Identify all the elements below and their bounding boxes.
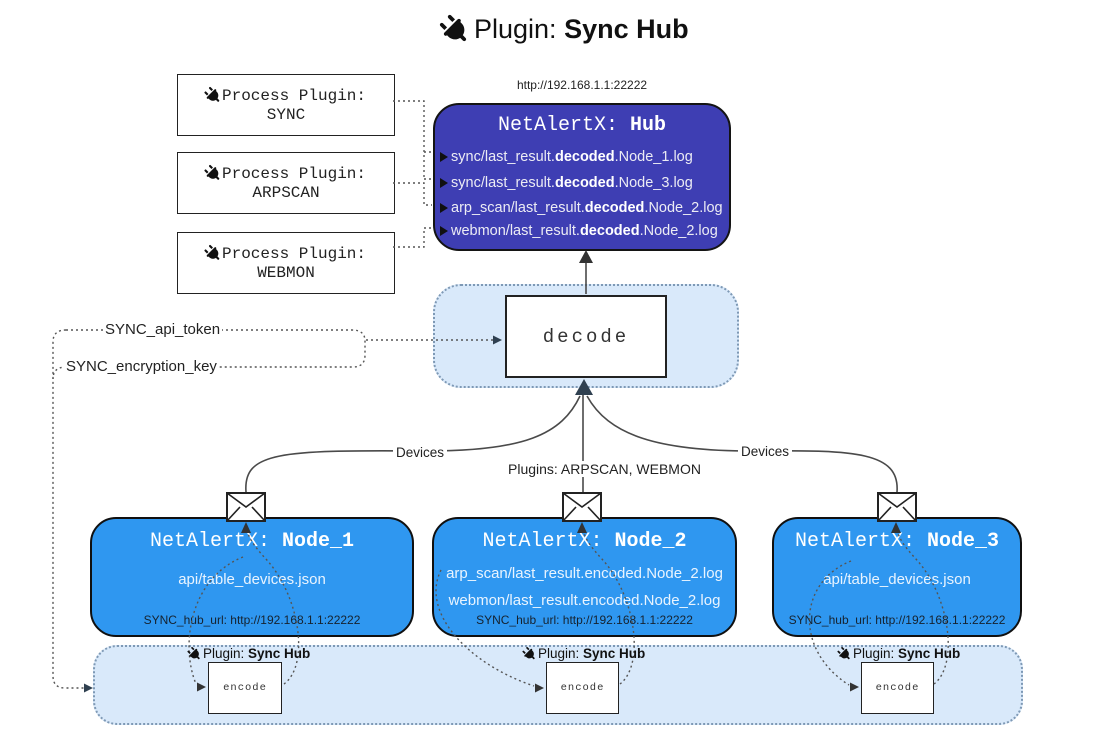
plug-icon bbox=[521, 645, 539, 663]
node-hub-url: SYNC_hub_url: http://192.168.1.1:22222 bbox=[788, 613, 1006, 627]
envelope-icon bbox=[562, 492, 602, 522]
encode-operation-3: encode bbox=[861, 662, 934, 714]
process-plugin-header: Process Plugin: bbox=[204, 244, 367, 263]
arrowhead-right-syncpanel bbox=[84, 683, 93, 693]
plug-icon bbox=[202, 243, 224, 265]
process-plugin-label: Process Plugin: bbox=[221, 86, 367, 105]
node-hub-url: SYNC_hub_url: http://192.168.1.1:22222 bbox=[143, 613, 361, 627]
node-file: arp_scan/last_result.encoded.Node_2.log bbox=[446, 565, 723, 582]
edge-label-devices-right: Devices bbox=[738, 444, 793, 459]
node-hub-url: SYNC_hub_url: http://192.168.1.1:22222 bbox=[476, 613, 693, 627]
decode-operation: decode bbox=[505, 295, 667, 378]
wire-webmon-plugin-to-hub bbox=[393, 227, 432, 248]
edge-label-devices-left: Devices bbox=[393, 445, 448, 460]
config-encryption-key-label: SYNC_encryption_key bbox=[64, 358, 219, 375]
encode-operation-1: encode bbox=[208, 662, 282, 714]
hub-title: NetAlertX: Hub bbox=[435, 114, 729, 137]
plug-icon bbox=[836, 645, 854, 663]
node-title: NetAlertX: Node_2 bbox=[482, 530, 687, 553]
sync-plugin-label-1: Plugin: Sync Hub bbox=[186, 645, 310, 663]
encode-operation-2: encode bbox=[546, 662, 619, 714]
hub-file-row: arp_scan/last_result.decoded.Node_2.log bbox=[435, 196, 729, 219]
wire-arpscan-plugin-to-hub bbox=[393, 182, 432, 206]
node-title: NetAlertX: Node_1 bbox=[149, 530, 355, 553]
node-3: NetAlertX: Node_3 api/table_devices.json… bbox=[772, 517, 1022, 637]
process-plugin-label: Process Plugin: bbox=[221, 164, 367, 183]
wire-sync-plugin-to-hub bbox=[393, 100, 432, 180]
envelope-icon bbox=[877, 492, 917, 522]
title-name: Sync Hub bbox=[564, 14, 689, 44]
hub-title-prefix: NetAlertX: bbox=[497, 114, 630, 137]
sync-plugin-label-3: Plugin: Sync Hub bbox=[836, 645, 960, 663]
node-title: NetAlertX: Node_3 bbox=[794, 530, 1000, 553]
process-plugin-header: Process Plugin: bbox=[204, 86, 367, 105]
arrowhead-icon bbox=[440, 225, 448, 236]
node-file: api/table_devices.json bbox=[823, 571, 971, 588]
edge-label-plugins-center: Plugins: ARPSCAN, WEBMON bbox=[505, 461, 704, 477]
node-1: NetAlertX: Node_1 api/table_devices.json… bbox=[90, 517, 414, 637]
hub-file-text: sync/last_result.decoded.Node_1.log bbox=[451, 149, 693, 165]
hub-url-label: http://192.168.1.1:22222 bbox=[516, 78, 648, 92]
hub-file-row: webmon/last_result.decoded.Node_2.log bbox=[435, 219, 729, 242]
plug-icon bbox=[186, 645, 204, 663]
node-file: api/table_devices.json bbox=[178, 571, 326, 588]
node-file: webmon/last_result.encoded.Node_2.log bbox=[448, 592, 721, 609]
process-plugin-name: SYNC bbox=[266, 105, 306, 124]
process-plugin-webmon: Process Plugin: WEBMON bbox=[177, 232, 395, 294]
hub-title-name: Hub bbox=[630, 114, 667, 137]
process-plugin-label: Process Plugin: bbox=[221, 244, 367, 263]
hub-file-row: sync/last_result.decoded.Node_3.log bbox=[435, 170, 729, 196]
hub-file-text: arp_scan/last_result.decoded.Node_2.log bbox=[451, 199, 723, 216]
arrowhead-icon bbox=[440, 202, 448, 213]
wire-node1-to-decode bbox=[245, 395, 581, 493]
page-title: Plugin: Sync Hub bbox=[439, 14, 689, 45]
process-plugin-arpscan: Process Plugin: ARPSCAN bbox=[177, 152, 395, 214]
process-plugin-name: ARPSCAN bbox=[252, 183, 320, 202]
envelope-icon bbox=[226, 492, 266, 522]
process-plugin-name: WEBMON bbox=[257, 263, 315, 282]
title-prefix: Plugin: bbox=[474, 14, 565, 44]
plug-icon bbox=[202, 85, 224, 107]
process-plugin-sync: Process Plugin: SYNC bbox=[177, 74, 395, 136]
wire-config-left-rail bbox=[52, 329, 84, 689]
plug-icon bbox=[202, 163, 224, 185]
plug-icon bbox=[436, 10, 474, 48]
arrowhead-up-hub bbox=[579, 250, 593, 263]
hub-file-text: sync/last_result.decoded.Node_3.log bbox=[451, 175, 693, 191]
arrowhead-icon bbox=[440, 178, 448, 188]
hub-file-row: sync/last_result.decoded.Node_1.log bbox=[435, 144, 729, 170]
arrowhead-icon bbox=[440, 152, 448, 162]
node-2: NetAlertX: Node_2 arp_scan/last_result.e… bbox=[432, 517, 737, 637]
hub-node: NetAlertX: Hub sync/last_result.decoded.… bbox=[433, 103, 731, 251]
sync-plugin-label-2: Plugin: Sync Hub bbox=[521, 645, 645, 663]
config-api-token-label: SYNC_api_token bbox=[103, 321, 223, 338]
title-text: Plugin: Sync Hub bbox=[474, 14, 689, 45]
process-plugin-header: Process Plugin: bbox=[204, 164, 367, 183]
hub-file-text: webmon/last_result.decoded.Node_2.log bbox=[451, 222, 718, 239]
